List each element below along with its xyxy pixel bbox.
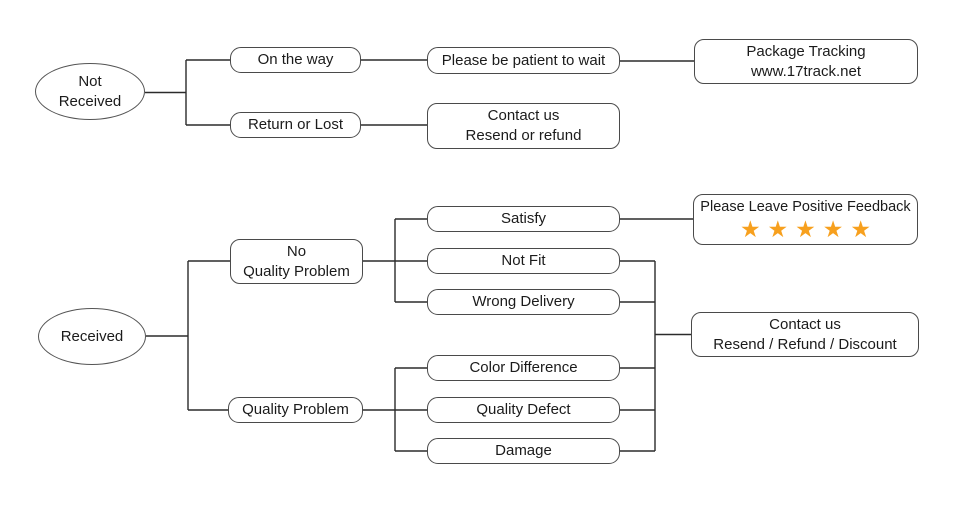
star-rating-icons: ★★★★★ [739,215,879,242]
node-damage: Damage [427,438,620,464]
node-no-quality-problem: No Quality Problem [230,239,363,284]
node-label: Damage [495,442,552,459]
node-quality-defect: Quality Defect [427,397,620,423]
connector-issues-contact [620,260,691,452]
node-label: Wrong Delivery [472,293,575,310]
node-label: Quality Problem [242,401,349,418]
node-received: Received [38,308,146,365]
node-color-difference: Color Difference [427,355,620,381]
node-be-patient: Please be patient to wait [427,47,620,74]
node-positive-feedback: Please Leave Positive Feedback ★★★★★ [693,194,918,245]
node-label: Package Tracking www.17track.net [746,42,866,80]
connector-not-received-branch [145,59,230,126]
node-label: Return or Lost [247,116,344,133]
connector-received-branch [146,260,230,411]
connector-quality-branch [363,367,427,452]
node-satisfy: Satisfy [427,206,620,232]
node-label: Contact us Resend / Refund / Discount [713,315,897,353]
node-label: Quality Defect [476,401,571,418]
node-on-the-way: On the way [230,47,361,73]
node-contact-resend-refund: Contact us Resend or refund [427,103,620,149]
node-wrong-delivery: Wrong Delivery [427,289,620,315]
node-not-fit: Not Fit [427,248,620,274]
node-label: No Quality Problem [243,242,350,280]
node-quality-problem: Quality Problem [228,397,363,423]
node-package-tracking: Package Tracking www.17track.net [694,39,918,84]
node-contact-resend-refund-discount: Contact us Resend / Refund / Discount [691,312,919,357]
node-label: Not Received [58,72,122,110]
node-label: Color Difference [469,359,578,376]
node-label: Not Fit [501,252,546,269]
node-label: Please be patient to wait [441,51,606,69]
feedback-title: Please Leave Positive Feedback [700,198,911,215]
node-not-received: Not Received [35,63,145,120]
connector-noquality-branch [363,218,427,303]
node-label: On the way [257,51,334,68]
node-label: Satisfy [500,210,546,227]
node-return-or-lost: Return or Lost [230,112,361,138]
node-label: Contact us Resend or refund [465,107,582,144]
node-label: Please Leave Positive Feedback ★★★★★ [700,198,910,242]
node-label: Received [60,327,124,345]
